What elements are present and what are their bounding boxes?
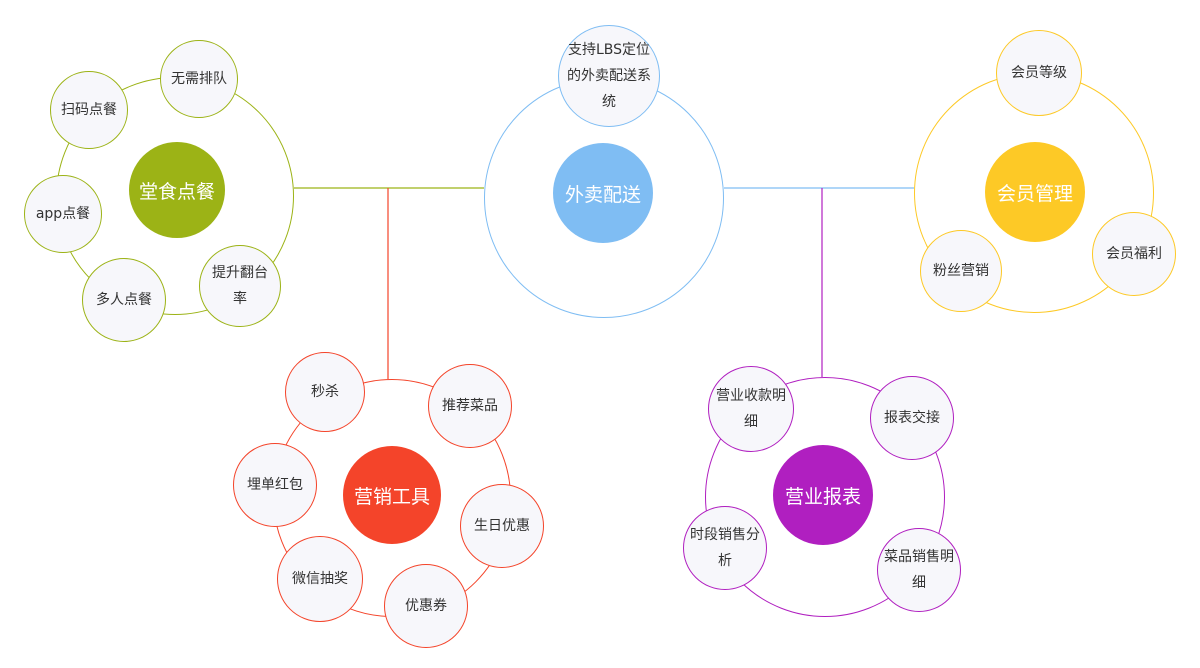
membership-hub[interactable]: 会员管理 xyxy=(985,142,1085,242)
membership-item[interactable]: 会员等级 xyxy=(996,30,1082,116)
reports-hub[interactable]: 营业报表 xyxy=(773,445,873,545)
reports-item[interactable]: 营业收款明细 xyxy=(708,366,794,452)
reports-item[interactable]: 报表交接 xyxy=(870,376,954,460)
marketing-item[interactable]: 秒杀 xyxy=(285,352,365,432)
marketing-item[interactable]: 生日优惠 xyxy=(460,484,544,568)
marketing-item[interactable]: 微信抽奖 xyxy=(277,536,363,622)
dine-in-item[interactable]: 无需排队 xyxy=(160,40,238,118)
dine-in-item[interactable]: 多人点餐 xyxy=(82,258,166,342)
reports-ring xyxy=(705,377,945,617)
membership-item[interactable]: 会员福利 xyxy=(1092,212,1176,296)
marketing-hub[interactable]: 营销工具 xyxy=(343,446,441,544)
delivery-item[interactable]: 支持LBS定位的外卖配送系统 xyxy=(558,25,660,127)
marketing-item[interactable]: 优惠券 xyxy=(384,564,468,648)
delivery-hub[interactable]: 外卖配送 xyxy=(553,143,653,243)
dine-in-item[interactable]: 提升翻台率 xyxy=(199,245,281,327)
membership-item[interactable]: 粉丝营销 xyxy=(920,230,1002,312)
dine-in-item[interactable]: 扫码点餐 xyxy=(50,71,128,149)
dine-in-item[interactable]: app点餐 xyxy=(24,175,102,253)
marketing-item[interactable]: 推荐菜品 xyxy=(428,364,512,448)
marketing-item[interactable]: 埋单红包 xyxy=(233,443,317,527)
dine-in-hub[interactable]: 堂食点餐 xyxy=(129,142,225,238)
reports-item[interactable]: 菜品销售明细 xyxy=(877,528,961,612)
reports-item[interactable]: 时段销售分析 xyxy=(683,506,767,590)
